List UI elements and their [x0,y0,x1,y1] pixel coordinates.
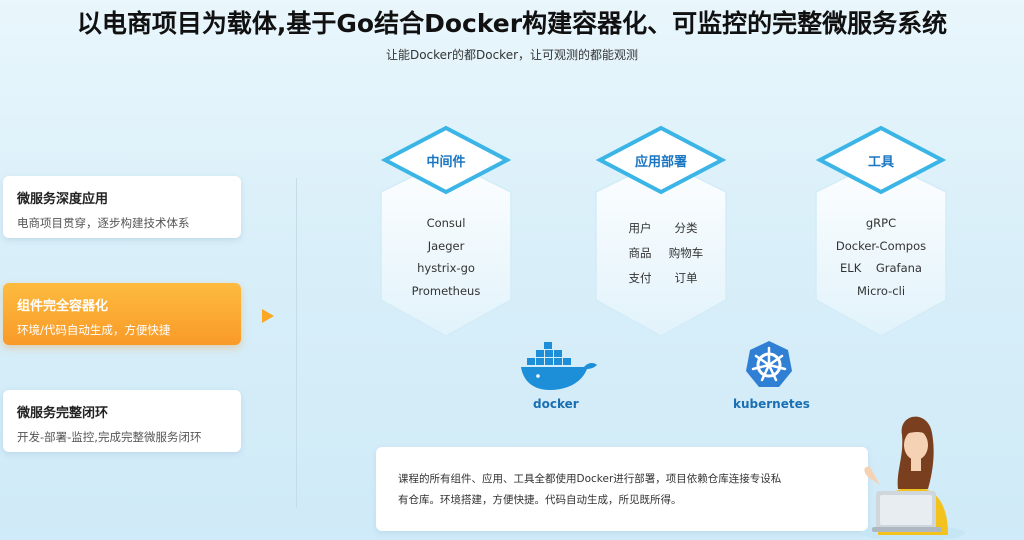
kubernetes-label: kubernetes [733,397,810,411]
feature-title: 微服务深度应用 [17,192,109,207]
list-item: Jaeger [427,238,465,253]
panel-middleware: 中间件 Consul Jaeger hystrix-go Prometheus [379,122,513,340]
description-line: 课程的所有组件、应用、工具全都使用Docker进行部署，项目依赖仓库连接专设私 [398,473,782,485]
list-item: 分类 [674,221,698,235]
list-item: hystrix-go [417,261,475,275]
page-title: 以电商项目为载体,基于Go结合Docker构建容器化、可监控的完整微服务系统 [76,9,948,38]
list-item: Prometheus [411,283,481,298]
page-subtitle: 让能Docker的都Docker，让可观测的都能观测 [385,48,639,62]
panel-grid: 用户 分类 商品 购物车 支付 订单 [617,220,709,286]
feature-title: 组件完全容器化 [17,299,109,314]
feature-card-closed-loop[interactable]: 微服务完整闭环 开发-部署-监控,完成完整微服务闭环 [3,390,241,452]
hexagon-frame [595,125,727,337]
list-item: Micro-cli [856,283,906,298]
panel-apps: 应用部署 用户 分类 商品 购物车 支付 订单 [594,122,728,340]
kubernetes-icon [746,341,792,387]
description-box: 课程的所有组件、应用、工具全都使用Docker进行部署，项目依赖仓库连接专设私 … [376,447,868,531]
feature-desc: 电商项目贯穿，逐步构建技术体系 [17,216,190,230]
panel-tools: 工具 gRPC Docker-Compos ELK Grafana Micro-… [814,122,948,340]
list-item: Docker-Compos [835,238,927,253]
panel-list: gRPC Docker-Compos ELK Grafana Micro-cli [814,212,948,302]
panel-title: 应用部署 [634,155,687,170]
divider [296,178,297,508]
list-item: 商品 [628,246,652,260]
feature-desc: 开发-部署-监控,完成完整微服务闭环 [17,430,202,444]
list-item: 用户 [628,221,652,235]
panel-title: 工具 [867,155,894,170]
feature-desc: 环境/代码自动生成，方便快捷 [17,323,171,337]
list-item: Consul [426,216,466,230]
list-item: ELK Grafana [840,261,922,275]
panel-title: 中间件 [426,155,466,170]
docker-label: docker [533,397,579,411]
hexagon-frame [380,125,512,337]
feature-card-container[interactable]: 组件完全容器化 环境/代码自动生成，方便快捷 [3,283,241,345]
description-line: 有仓库。环境搭建，方便快捷。代码自动生成，所见既所得。 [398,494,682,506]
panel-list: Consul Jaeger hystrix-go Prometheus [379,212,513,302]
active-pointer-icon [262,309,274,323]
list-item: 支付 [628,271,652,285]
list-item: 购物车 [668,246,704,260]
person-with-laptop-illustration [861,416,965,540]
feature-card-microservice[interactable]: 微服务深度应用 电商项目贯穿，逐步构建技术体系 [3,176,241,238]
list-item: gRPC [865,216,897,230]
docker-whale-icon [521,342,597,390]
hexagon-frame [815,125,947,337]
feature-title: 微服务完整闭环 [17,406,109,421]
list-item: 订单 [674,271,698,285]
